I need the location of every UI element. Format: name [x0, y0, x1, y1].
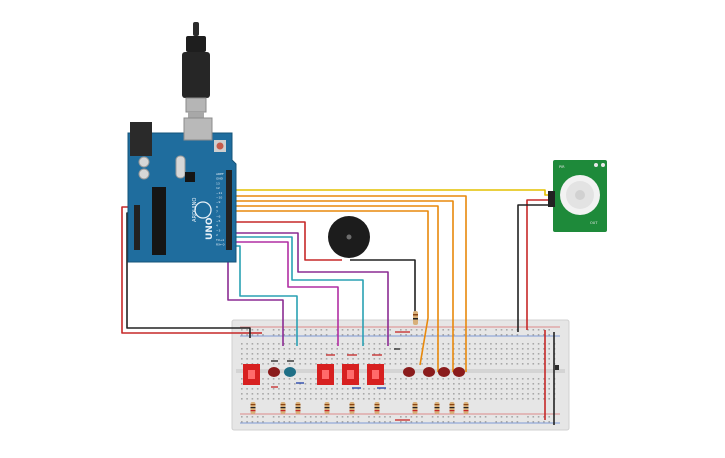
- wires: [121, 189, 555, 425]
- arduino-pin-label: ~6: [216, 214, 221, 218]
- led-blue-1: [284, 367, 296, 377]
- resistor-7: [412, 402, 418, 414]
- led-red-4: [438, 367, 450, 377]
- arduino-pin-label: ~9: [216, 200, 221, 204]
- resistor-6: [374, 402, 380, 414]
- usb-cable: [182, 22, 210, 120]
- arduino-uno-board: ARDUINO UNO AREFGND1312~11~10~987~6~54~3…: [127, 117, 237, 263]
- led-red-2: [403, 367, 415, 377]
- led-red-3: [423, 367, 435, 377]
- wire-orange-2: [228, 200, 454, 372]
- push-button-2: [317, 364, 334, 385]
- arduino-pin-label: AREF: [216, 172, 224, 176]
- wire-yellow-pir-signal: [228, 189, 555, 196]
- pir-silk-left: PIR: [559, 165, 565, 169]
- push-button-4: [367, 364, 384, 385]
- wire-purple-2: [227, 250, 284, 346]
- push-button-3: [342, 364, 359, 385]
- arduino-pin-label: ~11: [216, 191, 222, 195]
- arduino-pin-label: 7: [216, 210, 218, 214]
- resistor-4: [324, 402, 330, 414]
- arduino-brand-text: ARDUINO: [192, 198, 198, 222]
- resistor-3: [295, 402, 301, 414]
- resistor-9: [449, 402, 455, 414]
- resistor-8: [434, 402, 440, 414]
- resistor-buzzer: [413, 311, 418, 325]
- led-red-1: [268, 367, 280, 377]
- arduino-pin-label: TX→1: [215, 238, 224, 242]
- arduino-pin-label: GND: [216, 177, 224, 181]
- wire-black-pir: [517, 204, 555, 332]
- wire-red-pir: [526, 199, 555, 330]
- arduino-pin-label: 12: [216, 186, 220, 190]
- breadboard-components: [243, 311, 559, 421]
- arduino-pin-label: ~5: [216, 219, 221, 223]
- pir-silk-right: OUT: [590, 221, 598, 225]
- resistor-2: [280, 402, 286, 414]
- pir-sensor: PIR OUT: [548, 160, 607, 232]
- wire-red-buzzer: [228, 221, 342, 261]
- wire-orange-1: [228, 195, 467, 372]
- arduino-pin-label: ~3: [216, 228, 221, 232]
- resistor-1: [250, 402, 256, 414]
- arduino-pin-label: 8: [216, 205, 218, 209]
- resistor-bank: [250, 402, 469, 414]
- arduino-pin-label: 4: [216, 224, 218, 228]
- led-red-5: [453, 367, 465, 377]
- wire-orange-4: [228, 210, 429, 366]
- resistor-10: [463, 402, 469, 414]
- wire-black-buzzer: [350, 259, 416, 315]
- arduino-pin-label: ~10: [216, 196, 222, 200]
- resistor-5: [349, 402, 355, 414]
- arduino-pin-label: 2: [216, 233, 218, 237]
- push-button-1: [243, 364, 260, 385]
- wire-teal-1: [228, 236, 364, 346]
- arduino-pin-label: 13: [216, 181, 220, 185]
- piezo-buzzer: [328, 216, 370, 258]
- wire-magenta-1: [228, 241, 339, 346]
- arduino-model-text: UNO: [205, 217, 215, 240]
- arduino-pin-label: RX←0: [216, 243, 225, 247]
- wire-orange-3: [228, 205, 439, 372]
- wire-purple-1: [228, 232, 389, 346]
